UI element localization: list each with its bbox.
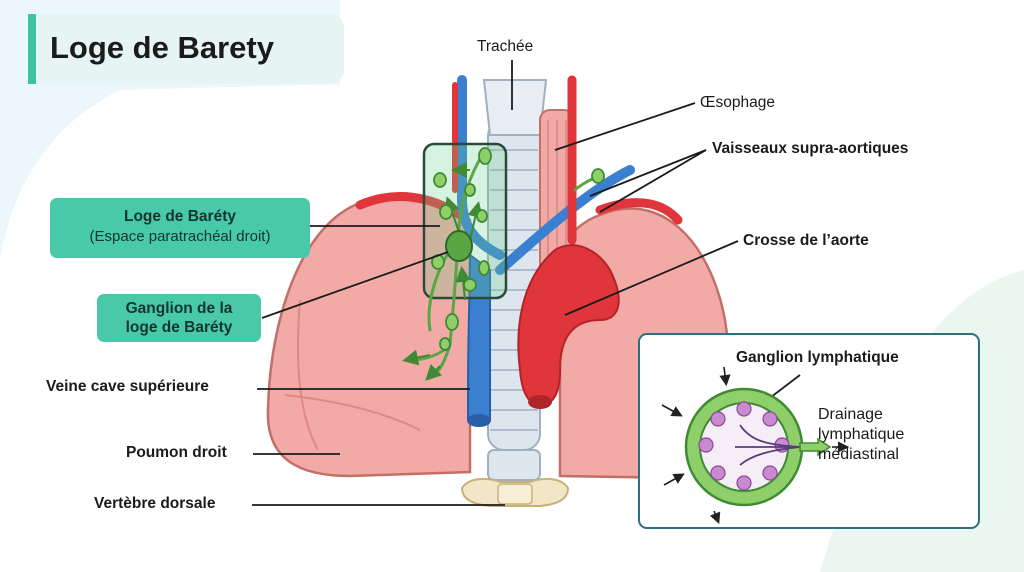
efferent-vessel xyxy=(799,437,832,457)
page-title: Loge de Barety xyxy=(50,30,274,65)
aorta-opening xyxy=(528,395,552,409)
lung-fissure xyxy=(284,394,421,431)
vertebra-body xyxy=(497,483,533,505)
ganglion-label-line2: loge de Baréty xyxy=(125,319,233,336)
aortic-arch xyxy=(517,244,620,407)
title-accent-bar xyxy=(28,14,36,84)
loge-label-title: Loge de Baréty xyxy=(124,208,236,225)
leader-oesophage xyxy=(554,102,696,151)
ganglion-label-line1: Ganglion de la xyxy=(125,300,233,317)
label-trachee: Trachée xyxy=(477,38,534,55)
label-veine-cave: Veine cave supérieure xyxy=(46,378,209,395)
inset-text-line2: lymphatique xyxy=(818,426,905,443)
barety-ganglion xyxy=(445,230,473,262)
vertebra-upper xyxy=(487,449,541,481)
node-follicles xyxy=(698,401,790,491)
lymph-node-inset: Ganglion lymphatique Drainage lymphatiqu… xyxy=(638,333,980,529)
lymph-nodes xyxy=(431,147,605,351)
inset-description: Drainage lymphatique médiastinal xyxy=(818,405,904,465)
label-poumon-droit: Poumon droit xyxy=(126,444,227,461)
inset-title: Ganglion lymphatique xyxy=(736,349,899,366)
inset-text-line1: Drainage xyxy=(818,406,883,423)
lung-fissure xyxy=(296,299,319,451)
label-oesophage: Œsophage xyxy=(700,94,775,111)
afferent-arrows xyxy=(661,366,850,524)
label-vertebre: Vertèbre dorsale xyxy=(94,495,216,512)
loge-label-subtitle: (Espace paratrachéal droit) xyxy=(89,228,271,245)
leader-vaisseaux-2 xyxy=(599,149,707,213)
node-sinus-lines xyxy=(735,424,801,466)
leader-lines xyxy=(252,60,739,506)
vena-cava-opening xyxy=(467,414,491,426)
larynx xyxy=(482,79,548,136)
leader-ganglion xyxy=(261,251,449,319)
label-crosse: Crosse de l’aorte xyxy=(743,232,869,249)
title-panel xyxy=(28,14,344,84)
leader-crosse xyxy=(564,240,739,316)
left-brachiocephalic-vein xyxy=(495,165,635,275)
loge-label-pill: Loge de Baréty (Espace paratrachéal droi… xyxy=(50,198,310,258)
lymph-node-drawing xyxy=(661,366,850,524)
inset-text-line3: médiastinal xyxy=(818,446,899,463)
label-vaisseaux: Vaisseaux supra-aortiques xyxy=(712,140,909,157)
ganglion-label-pill: Ganglion de la loge de Baréty xyxy=(97,294,261,342)
lymph-flow-arrows xyxy=(402,162,484,381)
leader-vaisseaux-1 xyxy=(589,149,707,197)
